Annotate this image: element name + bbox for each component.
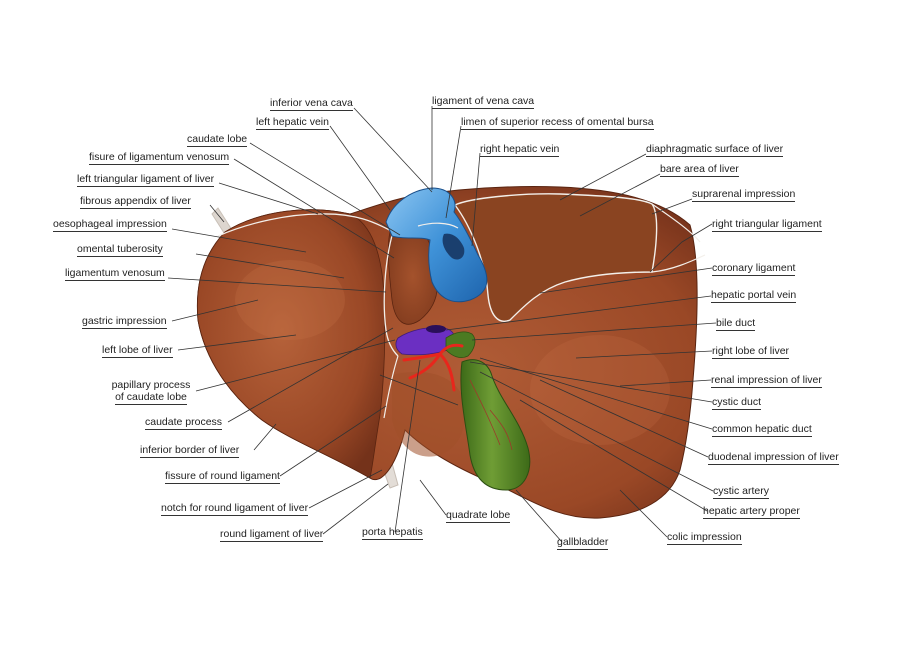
label-omental-tuberosity: omental tuberosity (77, 243, 163, 257)
label-left-hepatic-vein: left hepatic vein (256, 116, 329, 130)
label-bile-duct: bile duct (716, 317, 756, 331)
vena-cava-ligament-line (417, 222, 459, 229)
bare-area-border (453, 193, 658, 322)
label-porta-hepatis: porta hepatis (362, 526, 423, 540)
left-lobe-highlight (235, 260, 345, 340)
label-left-lobe: left lobe of liver (102, 344, 173, 358)
leader-lines (167, 106, 717, 543)
label-cystic-duct: cystic duct (712, 396, 762, 410)
label-renal-impression: renal impression of liver (711, 374, 822, 388)
hepatic-artery (402, 343, 464, 392)
quadrate-lobe (392, 371, 465, 457)
label-hepatic-artery-proper: hepatic artery proper (703, 505, 800, 519)
label-common-hepatic-duct: common hepatic duct (712, 423, 812, 437)
label-fissure-round-ligament: fissure of round ligament (165, 470, 280, 484)
label-fibrous-appendix: fibrous appendix of liver (80, 195, 191, 209)
label-limen-superior-recess: limen of superior recess of omental burs… (461, 116, 654, 130)
coronary-ligament-line (651, 203, 701, 243)
label-ligament-of-vena-cava: ligament of vena cava (432, 95, 535, 109)
label-hepatic-portal-vein: hepatic portal vein (711, 289, 797, 303)
triangular-ligament-line (651, 254, 706, 273)
label-diaphragmatic-surface: diaphragmatic surface of liver (646, 143, 784, 157)
inferior-vena-cava (385, 187, 488, 303)
fissure-round-ligament-line (383, 355, 399, 419)
label-bare-area: bare area of liver (660, 163, 739, 177)
label-left-triangular-ligament: left triangular ligament of liver (77, 173, 215, 187)
label-colic-impression: colic impression (667, 531, 742, 545)
label-quadrate-lobe: quadrate lobe (446, 509, 511, 523)
label-suprarenal-impression: suprarenal impression (692, 188, 796, 202)
label-gallbladder: gallbladder (557, 536, 609, 550)
vena-cava-lumen (442, 233, 465, 260)
label-cystic-artery: cystic artery (713, 485, 770, 499)
label-inferior-vena-cava: inferior vena cava (270, 97, 353, 111)
right-lobe-highlight (530, 335, 670, 445)
label-fissure-ligamentum-venosum: fisure of ligamentum venosum (89, 151, 230, 165)
ligamentum-venosum-line (383, 231, 399, 357)
label-papillary-process: papillary process of caudate lobe (111, 379, 191, 405)
label-ligamentum-venosum: ligamentum venosum (65, 267, 165, 281)
label-right-lobe: right lobe of liver (712, 345, 790, 359)
label-gastric-impression: gastric impression (82, 315, 167, 329)
label-right-triangular-ligament: right triangular ligament (712, 218, 822, 232)
label-inferior-border: inferior border of liver (140, 444, 240, 458)
gallbladder (460, 359, 531, 491)
label-notch-round-ligament: notch for round ligament of liver (161, 502, 309, 516)
label-caudate-lobe: caudate lobe (187, 133, 248, 147)
label-right-hepatic-vein: right hepatic vein (480, 143, 560, 157)
label-round-ligament: round ligament of liver (220, 528, 324, 542)
cystic-artery-on-gallbladder (469, 379, 513, 451)
label-oesophageal-impression: oesophageal impression (53, 218, 167, 232)
label-coronary-ligament: coronary ligament (712, 262, 796, 276)
left-triangular-ligament-line (217, 213, 394, 237)
label-duodenal-impression: duodenal impression of liver (708, 451, 839, 465)
portal-vein-lumen (426, 325, 446, 333)
label-caudate-process: caudate process (145, 416, 223, 430)
